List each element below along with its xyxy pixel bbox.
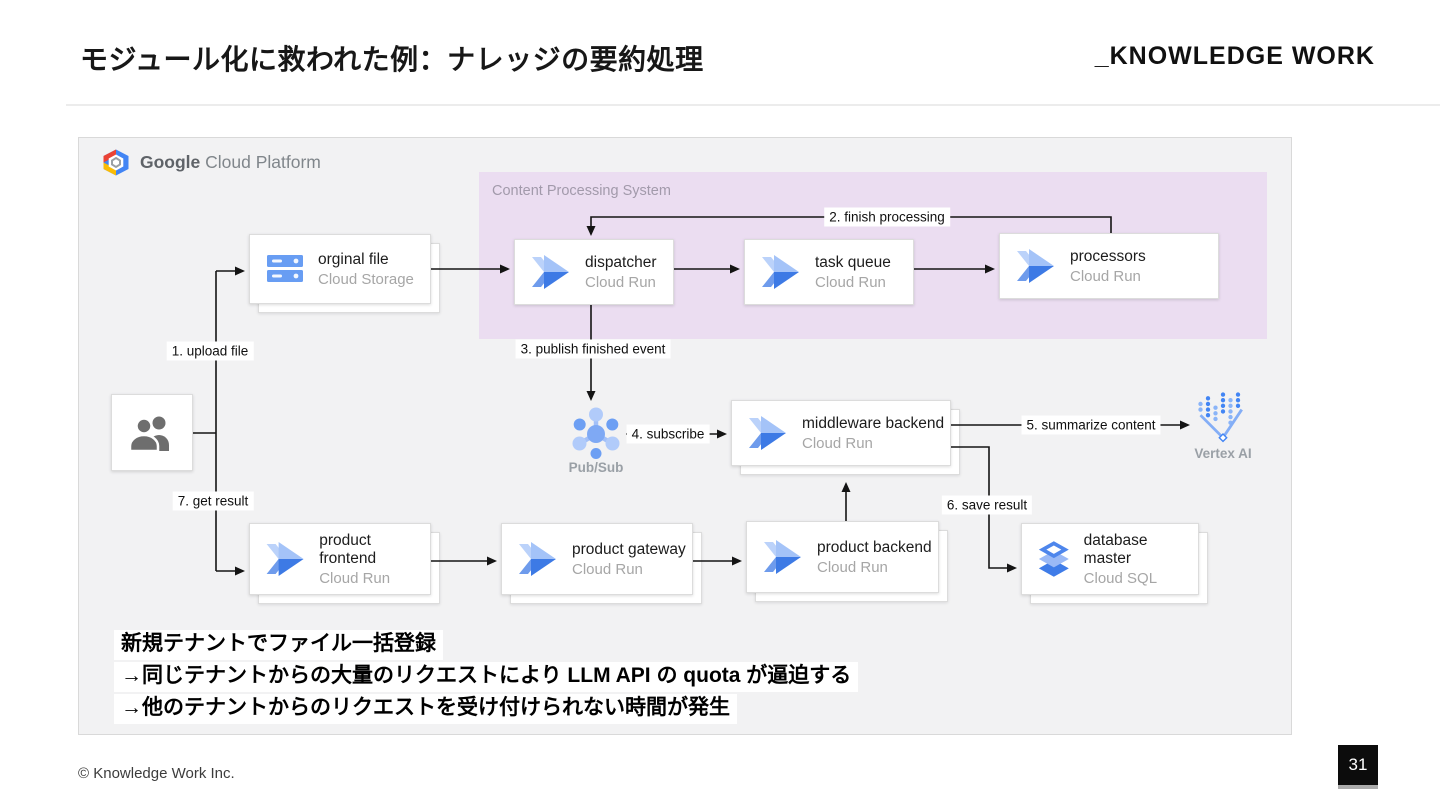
node-title: product gateway [572,540,686,558]
page-title: モジュール化に救われた例：ナレッジの要約処理 [80,44,704,75]
cloud-run-icon [519,542,556,576]
header-divider [66,104,1440,106]
cloud-storage-icon [267,255,303,282]
node-title: dispatcher [585,253,657,271]
slide-header: モジュール化に救われた例：ナレッジの要約処理 _KNOWLEDGE WORK [80,38,1375,78]
node-title: orginal file [318,250,389,268]
gcp-logo: Google Cloud Platform [101,149,321,176]
node-title: product frontend [319,531,377,567]
edge-label-get-result: 7. get result [172,491,254,511]
note-line-1: 新規テナントでファイル一括登録 [114,630,443,660]
note-line-3: →他のテナントからのリクエストを受け付けられない時間が発生 [114,694,737,724]
pubsub-label: Pub/Sub [568,460,624,475]
cloud-run-icon [266,542,304,576]
gcp-hexagon-icon [103,149,129,176]
copyright: © Knowledge Work Inc. [78,765,235,782]
cloud-run-icon [764,540,801,574]
node-subtitle: Cloud Run [585,273,656,291]
users-icon [128,416,169,452]
knowledge-work-logo: _KNOWLEDGE WORK [1094,42,1375,70]
node-subtitle: Cloud Run [1070,267,1141,285]
edge-label-finish-processing: 2. finish processing [824,207,950,227]
node-title: product backend [817,538,932,556]
gcp-label: Google Cloud Platform [140,152,321,173]
node-title: processors [1070,247,1146,265]
cloud-run-icon [1017,249,1054,283]
note-line-2: →同じテナントからの大量のリクエストにより LLM API の quota が逼… [114,662,859,692]
node-subtitle: Cloud Run [802,434,873,452]
cloud-run-icon [532,255,569,289]
node-subtitle: Cloud SQL [1083,569,1158,587]
notes-block: 新規テナントでファイル一括登録 →同じテナントからの大量のリクエストにより LL… [114,630,859,724]
gcp-label-cloud-platform: Cloud Platform [200,152,321,172]
edge-label-save-result: 6. save result [941,495,1033,515]
edge-label-summarize: 5. summarize content [1021,415,1161,435]
edge-label-publish-event: 3. publish finished event [515,339,671,359]
node-subtitle: Cloud Storage [318,270,414,288]
cloud-sql-icon [1038,541,1069,577]
node-title: middleware backend [802,414,945,432]
architecture-diagram-panel: Content Processing System Google Cloud P… [78,137,1292,735]
group-label: Content Processing System [492,183,671,199]
users-node [111,394,193,471]
cloud-run-icon [762,255,799,289]
pubsub-icon [572,407,620,459]
cloud-run-icon [749,416,786,450]
edge-label-upload-file: 1. upload file [166,341,254,361]
node-subtitle: Cloud Run [319,569,391,587]
node-subtitle: Cloud Run [815,273,886,291]
page-number: 31 [1338,745,1378,789]
vertex-ai-icon [1198,392,1243,443]
node-title: task queue [815,253,891,271]
vertex-ai-label: Vertex AI [1194,446,1252,461]
gcp-label-google: Google [140,152,201,172]
node-title: database master [1083,531,1148,567]
edge-label-subscribe: 4. subscribe [626,424,710,444]
node-subtitle: Cloud Run [572,560,643,578]
node-subtitle: Cloud Run [817,558,888,576]
